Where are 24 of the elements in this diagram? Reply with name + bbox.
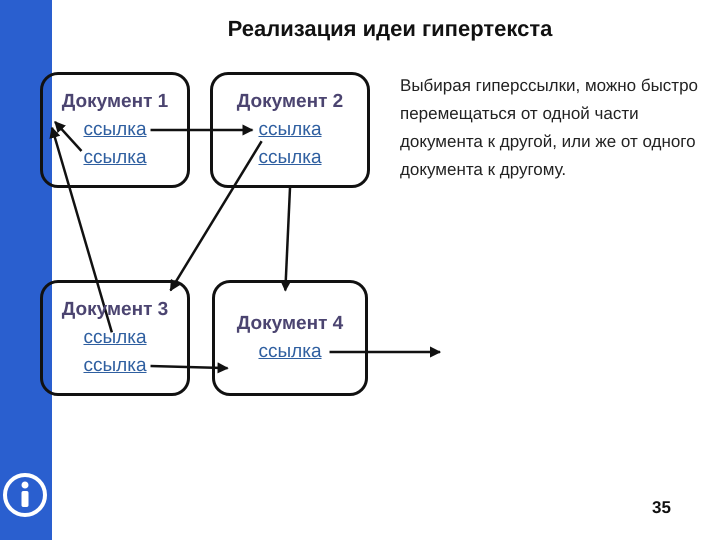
- page-number: 35: [652, 498, 671, 518]
- document-box: [210, 72, 370, 188]
- hyperlink: ссылка: [83, 324, 147, 352]
- document-heading: Документ 4: [236, 312, 344, 336]
- hyperlink: ссылка: [258, 144, 322, 172]
- document-box: [40, 72, 190, 188]
- title: Реализация идеи гипертекста: [226, 16, 554, 42]
- arrow: [150, 124, 254, 136]
- arrow: [54, 121, 82, 152]
- arrow: [330, 346, 442, 358]
- hyperlink: ссылка: [83, 352, 147, 380]
- hyperlink: ссылка: [258, 116, 322, 144]
- hyperlink: ссылка: [83, 144, 147, 172]
- arrow: [169, 140, 263, 292]
- document-box: [212, 280, 368, 396]
- document-box: [40, 280, 190, 396]
- arrow: [280, 188, 292, 292]
- document-heading: Документ 2: [236, 90, 344, 114]
- arrow: [150, 362, 229, 374]
- arrow: [49, 126, 114, 333]
- document-heading: Документ 1: [62, 90, 168, 114]
- hyperlink: ссылка: [258, 338, 322, 366]
- hyperlink: ссылка: [83, 116, 147, 144]
- description-text: Выбирая гиперссылки, можно быстро перемещаться от одной части документа к другой, или же от одного документа к другому.: [400, 75, 699, 181]
